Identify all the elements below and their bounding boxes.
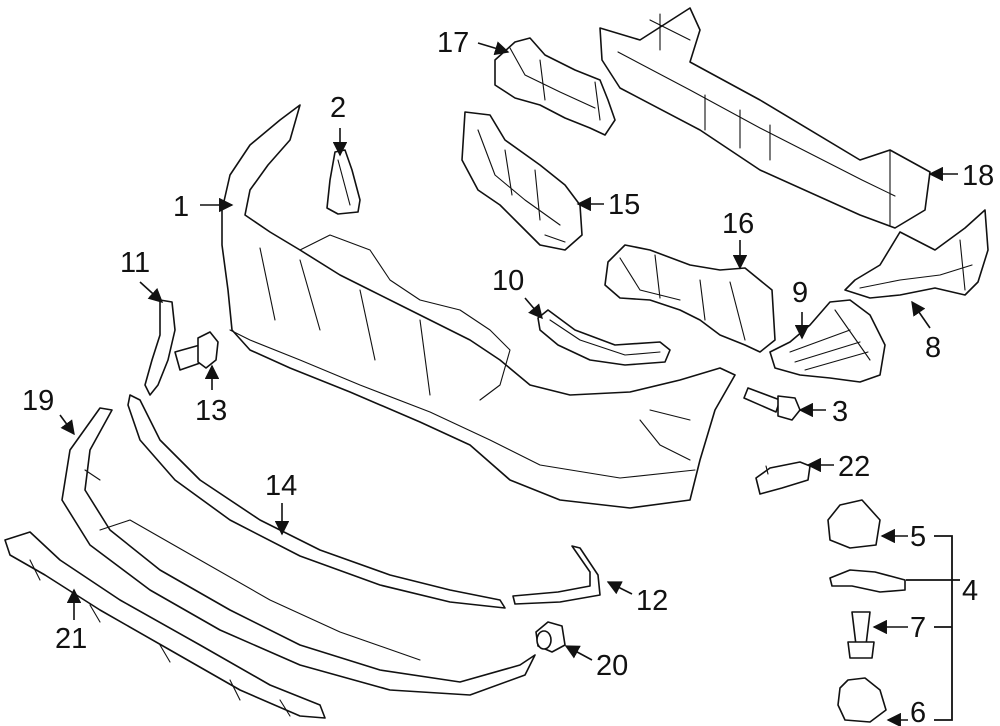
part-20-sensor	[535, 621, 566, 653]
callout-21: 21	[55, 623, 87, 655]
part-16-right-bracket	[604, 244, 776, 353]
callout-10: 10	[492, 265, 524, 297]
part-3-bolt	[743, 387, 801, 421]
part-4-clip	[829, 569, 906, 593]
callout-22: 22	[838, 451, 870, 483]
callout-6: 6	[910, 697, 926, 726]
part-5-clip	[827, 499, 881, 549]
callout-1: 1	[173, 191, 189, 223]
part-22-clip	[755, 461, 811, 495]
part-10-strip	[537, 309, 671, 366]
part-21-skid-plate	[4, 531, 326, 719]
part-2-bracket	[326, 149, 361, 215]
part-7-screw	[847, 611, 875, 659]
part-8-side-bracket	[844, 209, 989, 299]
part-13-bolt	[174, 331, 219, 371]
callout-17: 17	[437, 27, 469, 59]
callout-14: 14	[265, 470, 297, 502]
part-19-valance	[61, 407, 536, 696]
callout-12: 12	[636, 585, 668, 617]
callout-7: 7	[910, 612, 926, 644]
leader-lines	[59, 41, 960, 726]
part-14-molding	[127, 394, 506, 609]
callout-15: 15	[608, 189, 640, 221]
callout-labels: 1 2 3 4 5 6 7 8 9 10 11 12 13 14 15 16 1…	[22, 27, 994, 726]
part-12-corner-molding	[512, 545, 601, 605]
callout-5: 5	[910, 521, 926, 553]
part-1-bumper-cover	[221, 104, 736, 509]
callout-13: 13	[195, 395, 227, 427]
callout-2: 2	[330, 92, 346, 124]
part-17-upper-bracket	[494, 37, 616, 136]
part-18-bumper-reinforcement	[599, 7, 931, 229]
callout-11: 11	[120, 247, 150, 279]
part-11-side-strip	[144, 299, 176, 396]
callout-4: 4	[962, 575, 978, 607]
callout-18: 18	[962, 160, 994, 192]
part-9-grille	[769, 299, 886, 383]
callout-3: 3	[832, 396, 848, 428]
callout-8: 8	[925, 332, 941, 364]
callout-20: 20	[596, 650, 628, 682]
callout-16: 16	[722, 208, 754, 240]
part-6-push-clip	[837, 677, 887, 723]
callout-19: 19	[22, 385, 54, 417]
part-15-left-bracket	[461, 111, 583, 251]
callout-9: 9	[792, 277, 808, 309]
